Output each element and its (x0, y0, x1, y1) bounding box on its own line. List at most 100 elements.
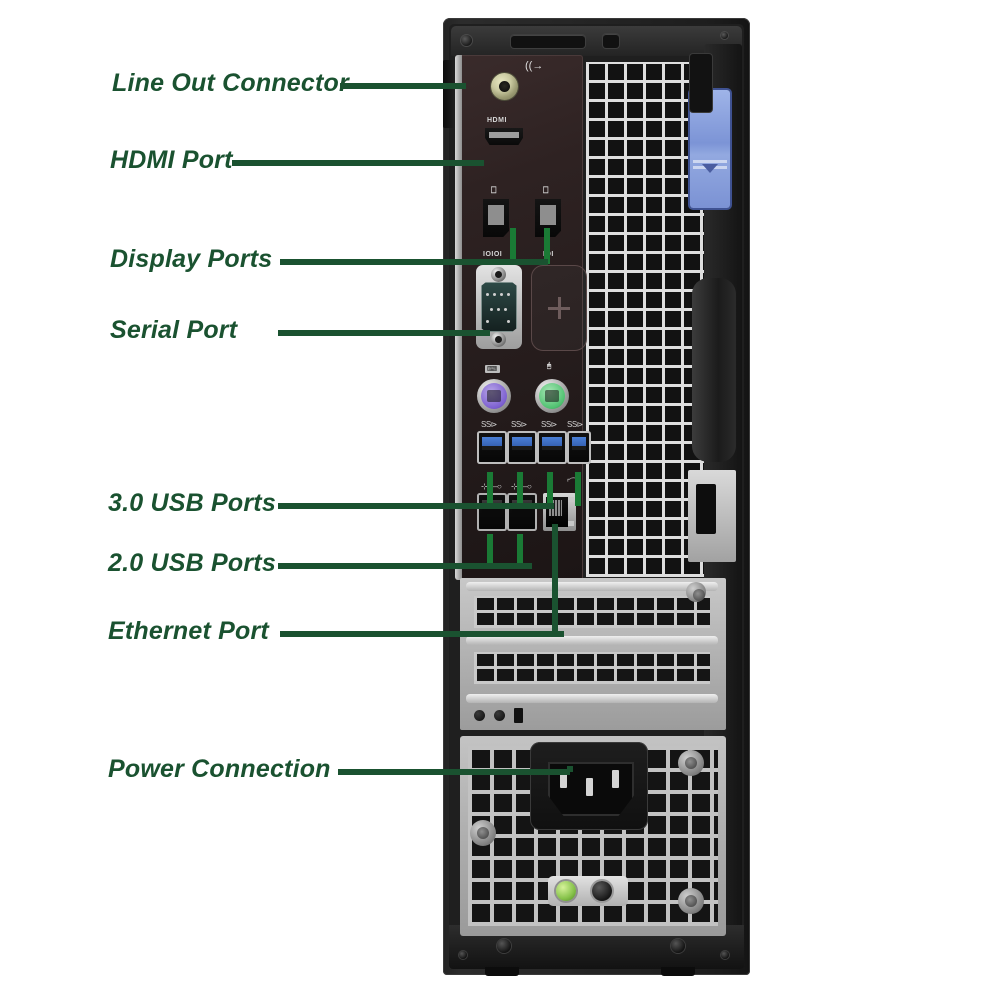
line-out-icon: ((→ (525, 60, 544, 72)
expansion-slot-rail (466, 636, 718, 645)
leader-line-usb-20 (278, 563, 532, 569)
label-usb-30-ports: 3.0 USB Ports (108, 489, 276, 517)
displayport-contact-blade (488, 205, 504, 225)
expansion-slot-cover-1 (474, 596, 710, 628)
thumbscrew-icon[interactable] (678, 888, 704, 914)
security-lock-plate (688, 470, 736, 562)
expansion-slot-rail (466, 694, 718, 703)
kensington-lock-slot[interactable] (696, 484, 716, 534)
label-ethernet-port: Ethernet Port (108, 617, 269, 645)
ps2-mouse-icon: 🖱 (547, 363, 552, 370)
psu-diagnostic-led (556, 881, 576, 901)
psu-self-test-button[interactable] (592, 881, 612, 901)
usb3-port-2[interactable] (509, 433, 535, 462)
leader-branch-displayport-1 (510, 228, 516, 264)
displayport-connector (483, 199, 509, 237)
chassis-screw-icon (721, 32, 728, 39)
usb3-socket (542, 437, 562, 450)
serial-screw-icon (491, 332, 506, 347)
label-serial-port: Serial Port (110, 316, 238, 344)
leader-line-usb-30 (278, 503, 554, 509)
displayport-contact-blade (540, 205, 556, 225)
usb3-port-4[interactable] (569, 433, 589, 462)
base-screw-icon (721, 951, 729, 959)
serial-screw-icon (491, 267, 506, 282)
ps2-mouse-port[interactable] (535, 379, 569, 413)
leader-line-hdmi (232, 160, 484, 166)
leader-branch-usb3-3 (547, 472, 553, 506)
usb3-ss-icon: SS⊳ (481, 420, 497, 429)
usb3-socket (512, 437, 532, 450)
line-out-connector[interactable] (491, 73, 518, 100)
usb3-socket (572, 437, 586, 450)
hdmi-port[interactable] (485, 128, 523, 145)
ps2-mouse-socket (539, 383, 565, 409)
chassis-carry-handle[interactable] (692, 278, 736, 462)
thumbscrew-icon[interactable] (686, 582, 706, 602)
leader-line-ethernet (280, 631, 564, 637)
expansion-slot-cover-2 (474, 652, 710, 684)
leader-line-serial-port (278, 330, 490, 336)
line-out-jack (491, 73, 518, 100)
top-vent-slot (511, 35, 585, 48)
chassis-top-lip (451, 26, 742, 56)
thumbscrew-icon[interactable] (678, 750, 704, 776)
padlock-loop-slot (690, 54, 712, 112)
hdmi-connector (485, 128, 523, 145)
ethernet-icon: ⌜⁀⌝ (567, 478, 580, 487)
label-hdmi-port: HDMI Port (110, 146, 233, 174)
usb3-ss-icon: SS⊳ (567, 420, 583, 429)
leader-line-line-out (340, 83, 466, 89)
psu-self-test-plate (548, 876, 628, 906)
usb3-ss-icon: SS⊳ (511, 420, 527, 429)
power-connection[interactable] (530, 742, 648, 830)
ethernet-activity-led (568, 521, 574, 526)
usb3-port-3[interactable] (539, 433, 565, 462)
ps2-keyboard-socket (481, 383, 507, 409)
ethernet-link-led (568, 497, 574, 502)
leader-branch-usb3-4 (575, 472, 581, 506)
power-supply-unit (460, 736, 726, 936)
chassis-knockout-slot (514, 708, 523, 723)
usb3-port-1[interactable] (479, 433, 505, 462)
thumbscrew-icon[interactable] (470, 820, 496, 846)
displayport-1-marking: ⎕ (491, 185, 497, 195)
chassis-screw-icon (461, 35, 472, 46)
hdmi-port-marking: HDMI (487, 117, 507, 124)
hdmi-contact-blade (489, 132, 519, 138)
usb3-ss-icon: SS⊳ (541, 420, 557, 429)
latch-rib (693, 160, 727, 163)
top-tab-slot (603, 34, 619, 48)
serial-port-frame (476, 265, 522, 349)
leader-branch-usb3-2 (517, 472, 523, 506)
leader-line-display-ports (280, 259, 548, 265)
power-inlet-socket (548, 762, 634, 816)
serial-db9-shell (481, 282, 517, 332)
display-port-1[interactable] (483, 199, 509, 237)
usb3-socket (482, 437, 502, 450)
label-power-connection: Power Connection (108, 755, 331, 783)
latch-arrow-icon (702, 164, 718, 173)
label-line-out-connector: Line Out Connector (112, 69, 349, 97)
leader-line-power-connection (338, 769, 570, 775)
chassis-foot (485, 967, 519, 976)
base-screw-icon (671, 939, 685, 953)
displayport-2-marking: ⎕ (543, 185, 549, 195)
base-screw-icon (497, 939, 511, 953)
serial-port[interactable] (476, 265, 522, 349)
leader-branch-usb3-1 (487, 472, 493, 506)
serial-port-marking: IOIOI (483, 251, 503, 258)
leader-branch-displayport-2 (544, 228, 550, 264)
base-screw-icon (459, 951, 467, 959)
video-port-blank (531, 265, 587, 351)
label-usb-20-ports: 2.0 USB Ports (108, 549, 276, 577)
leader-branch-usb2-2 (517, 534, 523, 566)
leader-branch-ethernet (552, 524, 558, 634)
ps2-keyboard-port[interactable] (477, 379, 511, 413)
chassis-foot (661, 967, 695, 976)
leader-branch-power (567, 766, 573, 772)
expansion-slot-area (460, 578, 726, 730)
label-display-ports: Display Ports (110, 245, 273, 273)
leader-branch-usb2-1 (487, 534, 493, 566)
